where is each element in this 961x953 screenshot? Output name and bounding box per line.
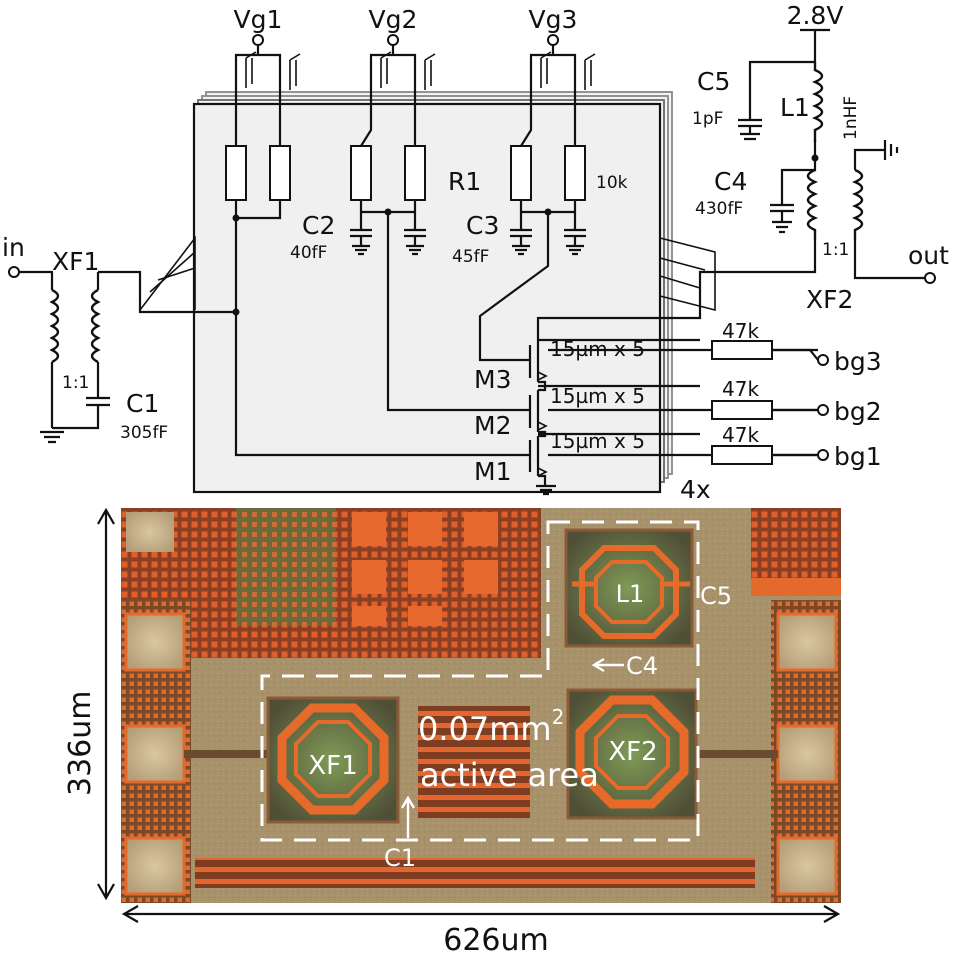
body-bias-network [548, 340, 829, 465]
right-pad-3 [776, 836, 838, 896]
m1-label: M1 [474, 457, 511, 486]
c1-arrow [400, 795, 416, 838]
area-number: 0.07mm [418, 710, 552, 748]
vg2-label: Vg2 [369, 5, 418, 34]
multiplier-label: 4x [680, 475, 711, 504]
m2-label: M2 [474, 411, 511, 440]
supply-label: 2.8V [787, 1, 844, 30]
m2-body-resistor: 47k [722, 377, 759, 401]
m3-size: 15µm x 5 [550, 337, 645, 361]
r1-label: R1 [448, 167, 481, 196]
vg3-label: Vg3 [529, 5, 578, 34]
m3-label: M3 [474, 365, 511, 394]
l1-label: L1 [780, 93, 810, 122]
stack-planes [139, 235, 716, 312]
c3-label: C3 [466, 211, 499, 240]
xf2-ratio: 1:1 [822, 240, 849, 260]
left-pad-3 [124, 836, 186, 896]
height-arrow [97, 507, 115, 901]
vg2-bias-network [350, 34, 530, 412]
c5-value: 1pF [692, 109, 723, 129]
xf1-ratio: 1:1 [62, 373, 89, 393]
c1-capacitor-block [418, 706, 530, 818]
bg1-label: bg1 [834, 442, 882, 471]
l1-die-label: L1 [616, 580, 645, 608]
c5-die-label: C5 [700, 582, 732, 610]
c2-value: 40fF [290, 243, 327, 263]
decap-array [236, 508, 336, 626]
c1-die-label: C1 [384, 844, 416, 872]
schematic-labels: Vg1 Vg2 Vg3 2.8V in out XF1 1:1 XF2 1:1 … [2, 1, 949, 504]
l1-value: 1nHF [841, 96, 861, 140]
width-arrow [121, 905, 841, 923]
area-caption: active area [420, 756, 599, 794]
c4-arrow [591, 657, 624, 673]
left-pad-1 [124, 612, 186, 672]
xf2-schematic [738, 28, 936, 284]
width-label: 626um [443, 923, 549, 953]
area-value: 0.07mm2 [418, 705, 564, 748]
xf2-die-label: XF2 [608, 737, 657, 767]
bottom-fill-bar [195, 858, 755, 888]
m2-size: 15µm x 5 [550, 384, 645, 408]
transistor-stack [528, 270, 806, 496]
xf1-label: XF1 [52, 247, 99, 276]
l1-die [564, 528, 694, 648]
die-photo: XF1 XF2 L1 C5 C4 C1 0.07mm2 active area [121, 508, 841, 903]
m1-gate-wire [234, 312, 530, 457]
active-area-outline [260, 520, 700, 842]
output-label: out [908, 241, 949, 270]
vg1-label: Vg1 [234, 5, 283, 34]
schematic: Vg1 Vg2 Vg3 2.8V in out XF1 1:1 XF2 1:1 … [2, 1, 949, 504]
xf1-die-label: XF1 [308, 751, 357, 781]
m1-size: 15µm x 5 [550, 429, 645, 453]
bg3-label: bg3 [834, 347, 882, 376]
c1-label: C1 [126, 389, 159, 418]
c2-label: C2 [302, 211, 335, 240]
xf2-die [566, 688, 698, 820]
xf2-label: XF2 [806, 285, 853, 314]
c5-label: C5 [697, 67, 730, 96]
dimension-annotations: 336um 626um [63, 507, 841, 953]
c1-value: 305fF [120, 423, 168, 443]
area-superscript: 2 [552, 705, 565, 729]
input-label: in [2, 233, 25, 262]
c3-value: 45fF [452, 247, 489, 267]
xf1-die [266, 696, 400, 824]
vg3-bias-network [478, 34, 596, 362]
c4-label: C4 [714, 167, 747, 196]
height-label: 336um [63, 691, 98, 797]
c4-die-label: C4 [626, 652, 658, 680]
m3-body-resistor: 47k [722, 319, 759, 343]
m1-body-resistor: 47k [722, 423, 759, 447]
bg2-label: bg2 [834, 397, 882, 426]
pad-grid [352, 512, 498, 626]
right-pad-1 [776, 612, 838, 672]
xf1-schematic [8, 266, 236, 444]
vg1-bias-network [225, 34, 301, 316]
c4-value: 430fF [695, 199, 743, 219]
r1-value: 10k [596, 173, 628, 193]
right-pad-2 [776, 724, 838, 784]
left-pad-2 [124, 724, 186, 784]
